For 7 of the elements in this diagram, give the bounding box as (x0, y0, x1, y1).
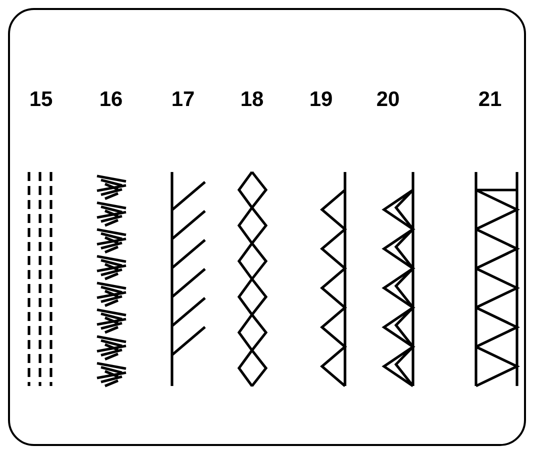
stitch-number: 20 (376, 88, 400, 112)
stitch-number: 19 (309, 88, 333, 112)
stitch-number: 21 (478, 88, 502, 112)
stitch-number: 18 (240, 88, 264, 112)
stitch-number: 17 (171, 88, 195, 112)
stitch-number: 15 (29, 88, 53, 112)
stitch-number: 16 (99, 88, 123, 112)
